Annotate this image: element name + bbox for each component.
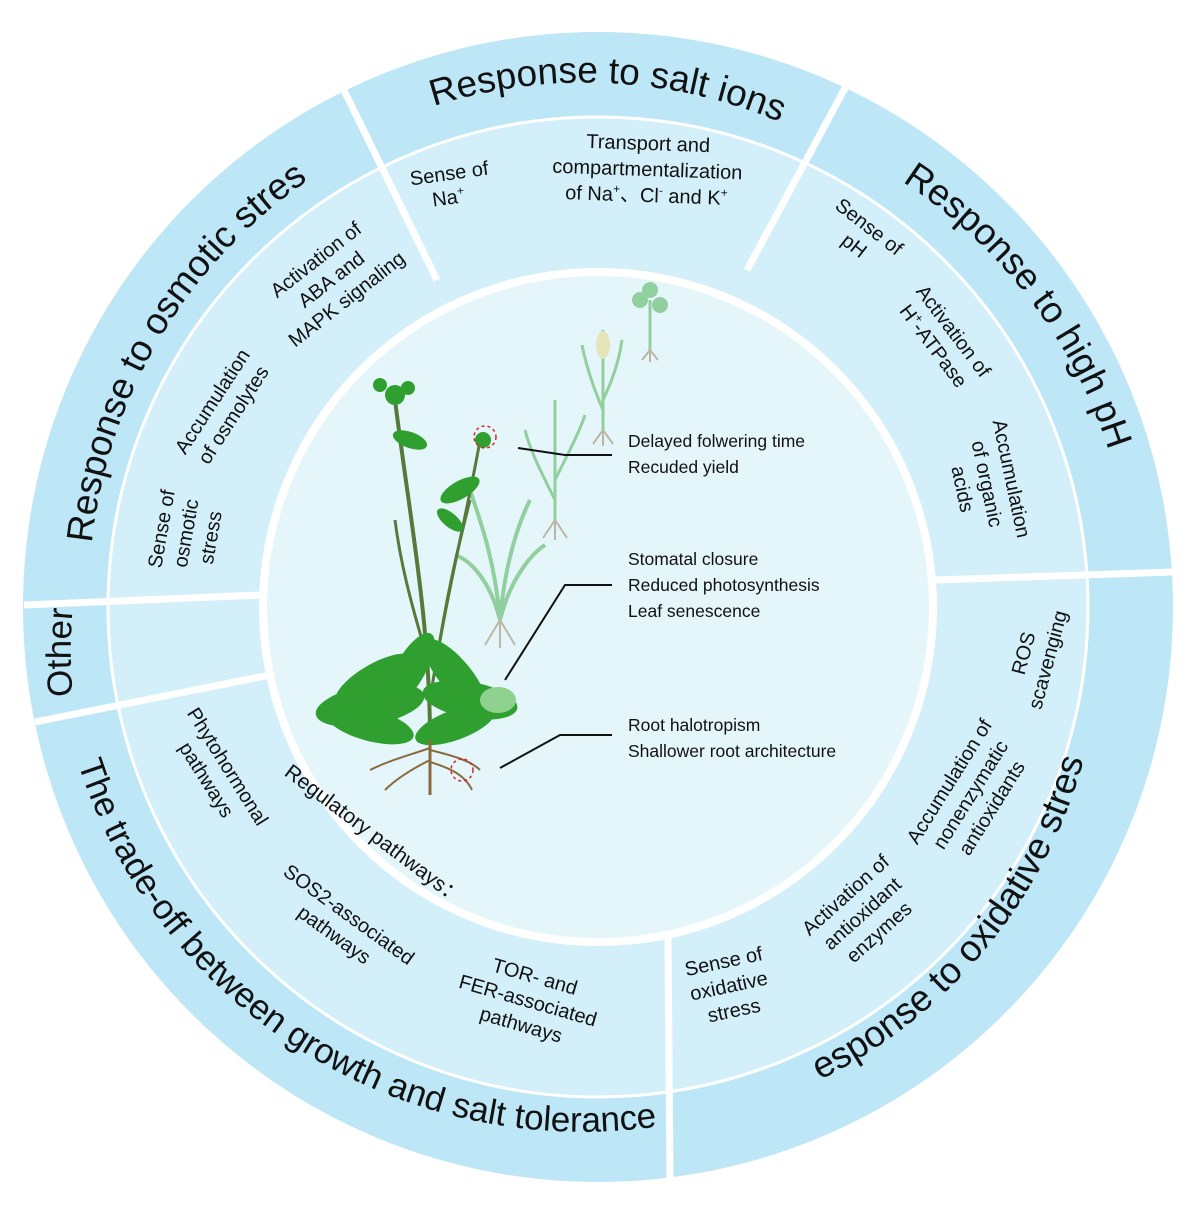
flower-buds [373,378,491,448]
center-root-effects: Root halotropism Shallower root architec… [628,715,836,761]
leader-leaf [504,584,612,681]
svg-text:of Na+、Cl- and K+: of Na+、Cl- and K+ [565,180,728,210]
divider-other-osmotic [23,591,263,609]
divider-tradeoff-other [34,671,271,726]
middle-ring-edge [106,115,1090,1099]
svg-text:Na+: Na+ [431,183,467,211]
center-flowering-effects: Delayed folwering time Recuded yield [628,431,805,477]
roots [369,740,481,795]
svg-text:Delayed folwering time: Delayed folwering time [628,431,805,451]
background-crop-plants [454,282,668,648]
svg-text:Root halotropism: Root halotropism [628,715,760,735]
svg-text:Transport and: Transport and [586,131,710,157]
divider-osmotic-salt [333,74,441,282]
svg-text:Reduced photosynthesis: Reduced photosynthesis [628,575,820,595]
svg-text:Shallower root architecture: Shallower root architecture [628,741,836,761]
main-plant [315,378,518,795]
divider-oxidative-tradeoff [664,934,674,1181]
faded-wheat-plant [523,400,587,540]
faded-rice-plant [580,330,624,446]
flowering-highlight-circle [473,425,497,449]
inner-disc-edge [259,268,937,946]
svg-text:Recuded yield: Recuded yield [628,457,739,477]
root-highlight-circle [450,758,474,782]
center-leaf-effects: Stomatal closure Reduced photosynthesis … [628,549,820,621]
leader-flowering [517,447,612,456]
rosette-leaves [315,632,518,746]
stem-leaves [392,430,480,532]
svg-text:Stomatal closure: Stomatal closure [628,549,758,569]
faded-soybean-plant [632,282,668,362]
outer-label-other: Other [40,606,81,698]
divider-ph-oxidative [934,568,1173,584]
divider-salt-ph [743,75,855,272]
senescent-leaf-highlight [480,687,516,713]
faded-grass-plant [454,489,547,648]
svg-text:Leaf senescence: Leaf senescence [628,601,760,621]
leader-root [499,734,612,769]
